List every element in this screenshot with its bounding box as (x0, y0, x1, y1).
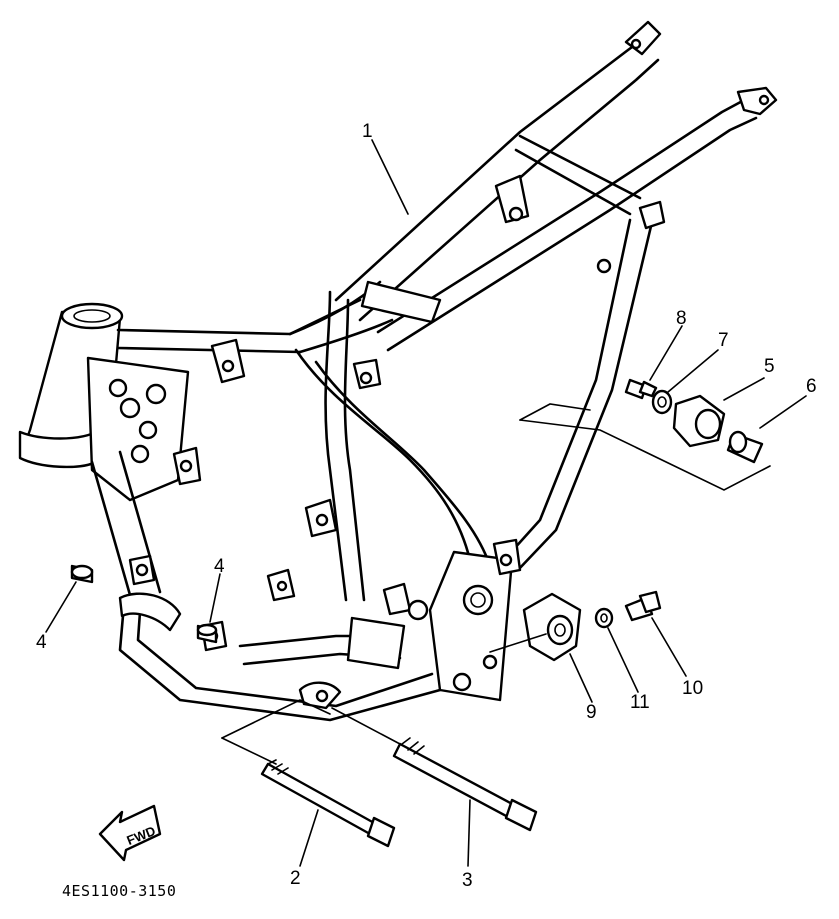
bracket-part-9[interactable] (522, 592, 582, 662)
callout-labels: 1 2 3 4 4 5 6 7 8 9 10 11 (36, 121, 817, 891)
bolt-part-8[interactable] (624, 378, 658, 400)
callout-6: 6 (806, 376, 817, 397)
callout-11: 11 (630, 692, 650, 713)
collar-part-6[interactable] (726, 430, 764, 464)
callout-7: 7 (718, 330, 729, 351)
figure-code: 4ES1100-3150 (62, 882, 176, 900)
assembly-lines (221, 403, 771, 765)
damper-part-5[interactable] (672, 394, 726, 448)
nut-part-4b[interactable] (196, 623, 218, 644)
fwd-arrow-icon: FWD (98, 804, 162, 862)
washer-part-7[interactable] (651, 389, 673, 415)
bolt-part-2[interactable] (260, 759, 396, 848)
callout-10: 10 (682, 678, 703, 699)
callout-4b: 4 (214, 556, 225, 577)
callout-4a: 4 (36, 632, 47, 653)
callout-8: 8 (676, 308, 687, 329)
frame-part-1[interactable] (18, 20, 778, 722)
bolt-part-10[interactable] (624, 590, 662, 622)
callout-2: 2 (290, 868, 301, 889)
pivot-shaft-part-3[interactable] (392, 737, 538, 832)
callout-5: 5 (764, 356, 775, 377)
washer-part-11[interactable] (594, 607, 614, 629)
nut-part-4a[interactable] (70, 564, 94, 584)
callout-1: 1 (362, 121, 373, 142)
callout-9: 9 (586, 702, 597, 723)
callout-leaders (45, 139, 807, 867)
callout-3: 3 (462, 870, 473, 891)
